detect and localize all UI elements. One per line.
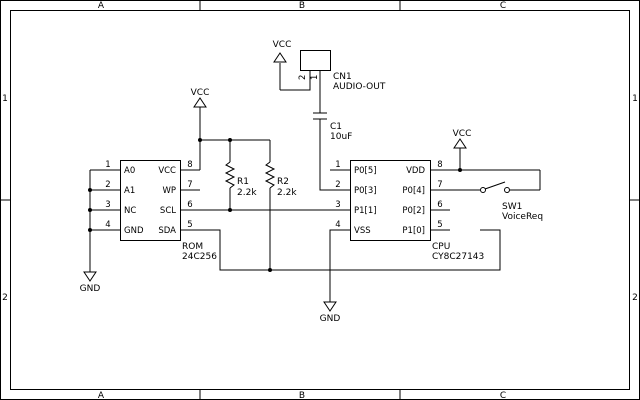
cn1-ref-label: CN1 [333,72,352,82]
zone-label-top-a: A [98,1,105,11]
junction-vcc-rom [198,138,202,142]
r2-value-label: 2.2k [277,188,297,198]
junction-scl-r1 [228,208,232,212]
cpu-pin-name-vdd: VDD [406,166,425,176]
r2-resistor-body [264,161,276,189]
sw1-value-label: VoiceReq [502,212,543,222]
junction-sda-r2 [268,268,272,272]
zone-label-top-c: C [500,1,506,11]
cpu-pin-name-p1-1: P1[1] [354,206,377,216]
rom-pin-number-6: 6 [187,200,192,210]
junction-rom-a1 [88,188,92,192]
rom-chip-body [120,160,181,241]
rom-pin-name-nc: NC [124,206,136,216]
rom-pin-name-wp: WP [162,186,176,196]
vcc-symbol-sw [453,138,467,149]
cpu-pin-name-p1-0: P1[0] [402,226,425,236]
c1-ref-label: C1 [330,122,342,132]
rom-pin-number-4: 4 [105,220,110,230]
rom-ground-wires [89,169,100,272]
cn1-pin-number-1: 1 [310,75,320,80]
rom-part-label: 24C256 [182,252,217,262]
sw1-actuator [484,181,506,190]
zone-label-bottom-b: B [299,391,305,400]
cpu-pin-name-vss: VSS [354,226,371,236]
cpu-pin-number-2: 2 [335,180,340,190]
r1-value-label: 2.2k [237,188,257,198]
zone-label-bottom-a: A [98,391,105,400]
rom-pin-number-7: 7 [187,180,192,190]
c1-to-cpu-wire [319,119,330,191]
zone-label-bottom-c: C [500,391,506,400]
zone-label-left-1: 1 [2,94,8,104]
rom-pin-name-a1: A1 [124,186,135,196]
rom-pin-name-sda: SDA [158,226,176,236]
rom-pin-number-3: 3 [105,200,110,210]
c1-value-label: 10uF [330,132,352,142]
sw1-ref-label: SW1 [502,202,522,212]
ground-symbol-cpu [323,301,337,312]
vcc-label-sw: VCC [453,129,472,139]
rom-pin-name-scl: SCL [160,206,176,216]
cpu-pin-number-5: 5 [437,220,442,230]
ground-symbol-rom [83,271,97,282]
cpu-chip-body [350,160,431,241]
cn1-connector-body [300,50,331,71]
cpu-pin-name-p0-2: P0[2] [402,206,425,216]
cpu-pin-name-p0-5: P0[5] [354,166,377,176]
junction-rom-gnd [88,228,92,232]
cpu-pin-number-6: 6 [437,200,442,210]
r1-resistor-body [224,161,236,189]
r2-ref-label: R2 [277,177,289,187]
gnd-label-rom: GND [80,284,101,294]
rom-vcc-wires [199,108,270,170]
vcc-symbol-rom [193,97,207,108]
rom-pin-number-2: 2 [105,180,110,190]
rom-pin-number-1: 1 [105,160,110,170]
zone-label-left-2: 2 [2,293,8,303]
sheet-inner-border [10,10,630,390]
gnd-label-cpu: GND [320,314,341,324]
cpu-ref-label: CPU [432,242,450,252]
cn1-pin-wires [280,70,321,110]
vcc-label-rom: VCC [191,88,210,98]
vcc-label-top: VCC [273,40,292,50]
cpu-pin-number-8: 8 [437,160,442,170]
sw1-contact-right [504,187,510,193]
rom-pin-name-a0: A0 [124,166,135,176]
vcc-symbol-top [273,52,287,63]
cpu-pin-name-p0-3: P0[3] [354,186,377,196]
rom-pin-name-vcc: VCC [158,166,176,176]
cn1-pin-number-2: 2 [298,75,308,80]
cpu-pin-number-4: 4 [335,220,340,230]
cpu-pin-number-1: 1 [335,160,340,170]
cn1-value-label: AUDIO-OUT [333,82,386,92]
rom-pin-number-8: 8 [187,160,192,170]
rom-pin-lines [100,169,200,231]
zone-label-right-2: 2 [632,293,638,303]
zone-label-top-b: B [299,1,305,11]
rom-pin-name-gnd: GND [124,226,144,236]
junction-rom-nc [88,208,92,212]
sw1-contact-left [480,187,486,193]
r1-ref-label: R1 [237,177,249,187]
cpu-pin-name-p0-4: P0[4] [402,186,425,196]
junction-vcc-sw [458,168,462,172]
rom-ref-label: ROM [182,242,203,252]
cpu-pin-number-7: 7 [437,180,442,190]
sda-net-wire [200,229,501,271]
zone-label-right-1: 1 [632,94,638,104]
cpu-part-label: CY8C27143 [432,252,484,262]
rom-pin-number-5: 5 [187,220,192,230]
cpu-pin-number-3: 3 [335,200,340,210]
sw1-wires [450,148,541,191]
cpu-vss-wire [329,229,350,302]
